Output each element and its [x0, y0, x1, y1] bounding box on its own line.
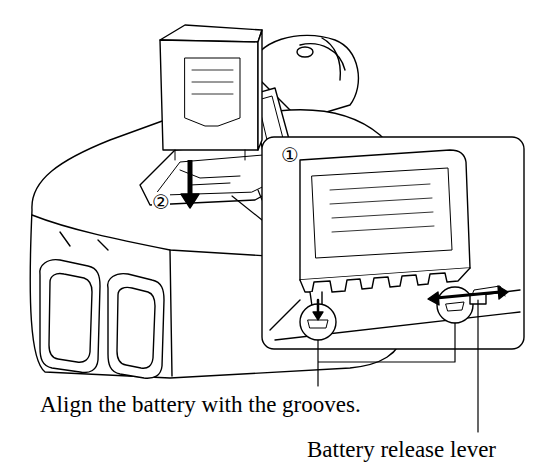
inset-pointer: [232, 190, 262, 220]
leader-line: [477, 300, 478, 432]
release-lever: [428, 286, 508, 305]
part-label: Battery release lever: [307, 437, 496, 462]
callout-number: ②: [152, 192, 170, 212]
insert-arrow: [188, 160, 193, 198]
caption-label: Align the battery with the grooves.: [40, 392, 361, 417]
leader-line: [318, 323, 455, 386]
battery: [160, 25, 262, 160]
groove-circle: [437, 287, 473, 323]
groove: [308, 320, 328, 328]
callout-number: ①: [281, 145, 299, 165]
groove: [446, 302, 464, 311]
inset-battery: [270, 150, 520, 340]
insert-arrowhead: [181, 194, 199, 208]
align-arrowhead: [313, 312, 323, 320]
detail-inset: [262, 137, 524, 349]
